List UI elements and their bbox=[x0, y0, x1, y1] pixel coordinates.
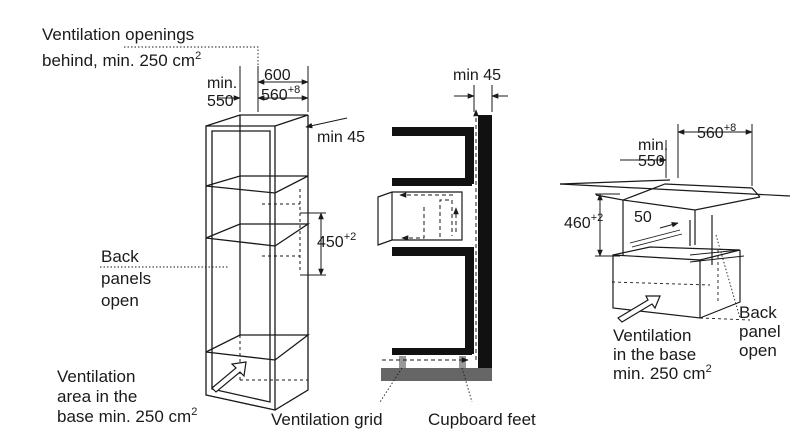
left-dim-560: 560+8 bbox=[261, 84, 301, 105]
middle-dim-min45: min 45 bbox=[453, 67, 502, 84]
vent-area-line2: area in the bbox=[57, 387, 138, 406]
cupboard-feet-label: Cupboard feet bbox=[428, 410, 536, 429]
right-dim-560: 560+8 bbox=[697, 122, 737, 143]
vent-base-sup: 2 bbox=[705, 363, 712, 375]
middle-leaders bbox=[379, 367, 473, 403]
left-dim-600: 600 bbox=[264, 67, 291, 84]
vent-base-line1: Ventilation bbox=[613, 326, 692, 345]
vent-behind-label-line1: Ventilation openings bbox=[42, 25, 194, 44]
ventilation-grid-label: Ventilation grid bbox=[271, 410, 383, 429]
right-dim-460-text: 460 bbox=[564, 215, 591, 232]
airflow-arrows bbox=[382, 109, 479, 363]
right-leaders bbox=[715, 234, 741, 319]
left-dim-560-text: 560 bbox=[261, 87, 288, 104]
vent-base-line3: min. 250 cm2 bbox=[613, 363, 712, 384]
cupboard-foot-left bbox=[399, 356, 406, 368]
vent-area-text3: base min. 250 cm bbox=[57, 407, 192, 426]
right-dim-50: 50 bbox=[634, 209, 652, 226]
left-dim-450-text: 450 bbox=[317, 234, 344, 251]
vent-behind-text2: behind, min. 250 cm bbox=[42, 51, 196, 70]
base-cabinet-dashed bbox=[611, 250, 751, 321]
back-panels-line3: open bbox=[101, 291, 139, 310]
base-ventilation-arrow bbox=[211, 361, 247, 393]
base-cabinet bbox=[559, 179, 791, 319]
cupboard-foot-right bbox=[459, 356, 466, 368]
back-panel-line1: Back bbox=[739, 303, 777, 322]
right-dimension-lines bbox=[595, 124, 753, 257]
right-dim-min: min. bbox=[638, 137, 669, 154]
vent-base-line2: in the base bbox=[613, 345, 697, 364]
right-dim-460-sup: +2 bbox=[590, 212, 604, 224]
left-dim-450: 450+2 bbox=[317, 231, 357, 252]
left-dim-min: min. bbox=[207, 75, 238, 92]
right-dim-460: 460+2 bbox=[564, 212, 604, 233]
back-panels-line2: panels bbox=[101, 269, 152, 288]
floor bbox=[381, 368, 492, 381]
left-dim-550: 550 bbox=[207, 93, 234, 110]
back-panel-line2: panel bbox=[739, 322, 781, 341]
back-panel-line3: open bbox=[739, 341, 777, 360]
base-cabinet-hatch bbox=[629, 229, 745, 263]
back-panel-dashed bbox=[239, 189, 308, 381]
right-dim-560-sup: +8 bbox=[723, 122, 737, 134]
oven-unit-middle bbox=[377, 191, 463, 246]
vent-base-text3: min. 250 cm bbox=[613, 364, 706, 383]
right-dim-560-text: 560 bbox=[697, 125, 724, 142]
tall-cabinet bbox=[205, 114, 311, 411]
left-dim-560-sup: +8 bbox=[287, 84, 301, 96]
left-dim-min45: min 45 bbox=[317, 129, 366, 146]
vent-area-line3: base min. 250 cm2 bbox=[57, 406, 198, 427]
vent-behind-label-line2: behind, min. 250 cm2 bbox=[42, 50, 202, 71]
right-dim-550: 550 bbox=[638, 153, 665, 170]
vent-area-line1: Ventilation bbox=[57, 367, 136, 386]
back-panels-line1: Back bbox=[101, 247, 139, 266]
left-dim-450-sup: +2 bbox=[343, 231, 357, 243]
middle-dimension bbox=[454, 85, 508, 112]
vent-behind-sup: 2 bbox=[195, 50, 202, 62]
cross-section-walls bbox=[392, 115, 492, 369]
vent-area-sup: 2 bbox=[191, 406, 198, 418]
vent-behind-text1: Ventilation openings bbox=[42, 25, 195, 44]
plinth-outline bbox=[205, 355, 309, 411]
left-leaders bbox=[100, 46, 259, 268]
base-vent-arrow-right bbox=[617, 295, 661, 323]
